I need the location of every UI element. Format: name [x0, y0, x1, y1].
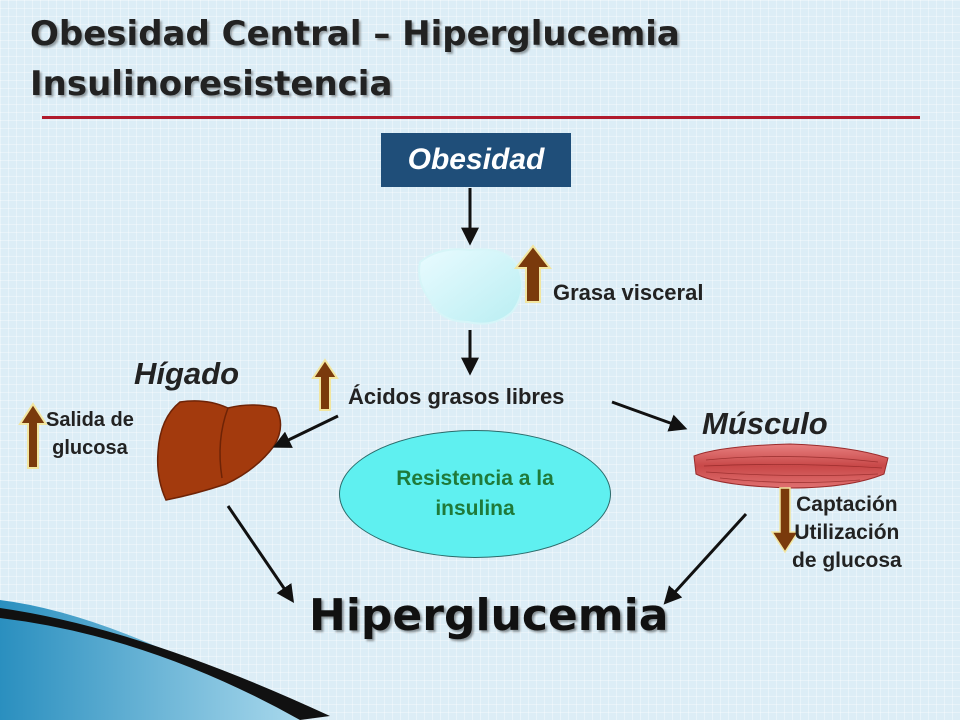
title-divider	[42, 116, 920, 119]
muscle-icon	[693, 443, 889, 489]
salida-glucosa-label: Salida de glucosa	[46, 406, 134, 462]
higado-label: Hígado	[134, 356, 240, 391]
down-arrow-icon-captacion	[770, 487, 800, 554]
decorative-swoosh	[0, 600, 330, 720]
grasa-visceral-label: Grasa visceral	[553, 280, 704, 305]
captacion-line1: Captación	[796, 493, 898, 516]
acidos-grasos-label: Ácidos grasos libres	[348, 384, 565, 409]
resistencia-line1: Resistencia a la	[396, 467, 554, 490]
liver-icon	[156, 400, 282, 501]
salida-line1: Salida de	[46, 409, 134, 431]
captacion-line3: de glucosa	[792, 549, 902, 572]
captacion-label: Captación Utilización de glucosa	[792, 491, 902, 575]
flow-arrows	[226, 188, 748, 605]
up-arrow-icon-acidos	[311, 358, 339, 411]
obesidad-box: Obesidad	[381, 133, 571, 187]
visceral-fat-icon	[418, 248, 523, 325]
resistencia-line2: insulina	[435, 497, 515, 520]
hiperglucemia-label: Hiperglucemia	[309, 590, 669, 641]
resistencia-insulina-ellipse: Resistencia a la insulina	[339, 430, 611, 558]
slide-title-line2: Insulinoresistencia	[30, 64, 393, 104]
up-arrow-icon-salida	[18, 402, 48, 469]
up-arrow-icon-grasa	[513, 244, 553, 303]
salida-line2: glucosa	[52, 437, 128, 459]
musculo-label: Músculo	[702, 406, 828, 441]
slide-title-line1: Obesidad Central – Hiperglucemia	[30, 14, 680, 54]
captacion-line2: Utilización	[794, 521, 900, 544]
